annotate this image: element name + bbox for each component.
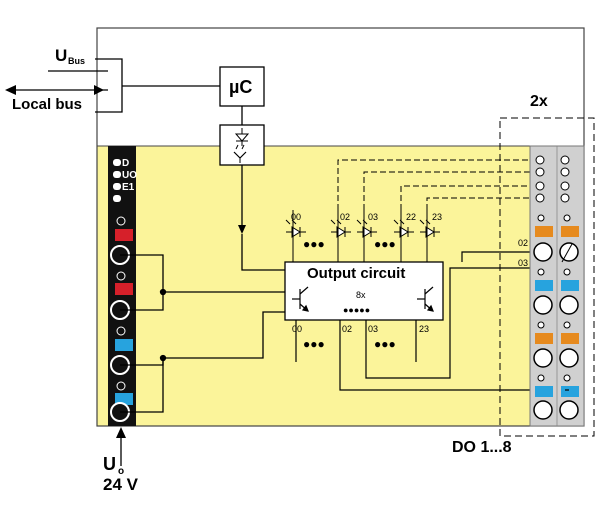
transistor-symbols — [292, 286, 434, 312]
out-num-00: 00 — [292, 324, 302, 334]
output-circuit-label: Output circuit — [307, 265, 405, 282]
terminal-num-03: 03 — [518, 258, 528, 268]
two-x-dashed-box — [499, 117, 595, 437]
output-count-label: 8x — [356, 290, 366, 300]
ubus-label: U — [55, 46, 67, 65]
supply-wiring — [120, 254, 285, 413]
led-signal-dashes — [337, 159, 545, 210]
optocoupler — [219, 124, 265, 166]
status-leds: D UO E1 — [113, 158, 137, 202]
led-label-uo: UO — [122, 170, 137, 181]
voltage-label: 24 V — [103, 475, 139, 494]
out-dots-2: ●●● — [374, 337, 396, 351]
led-num-02: 02 — [340, 212, 350, 222]
output-dots-small: ●●●●● — [343, 305, 370, 315]
terminal-num-02: 02 — [518, 238, 528, 248]
output-circuit-box — [284, 261, 444, 321]
out-num-23: 23 — [419, 324, 429, 334]
two-x-label: 2x — [530, 93, 548, 110]
led-num-00: 00 — [291, 212, 301, 222]
led-num-23: 23 — [432, 212, 442, 222]
led-label-e1: E1 — [122, 182, 135, 193]
uo-subscript: o — [118, 466, 124, 477]
ubus-subscript: Bus — [68, 56, 85, 66]
microcontroller-label: µC — [229, 77, 252, 97]
out-num-03: 03 — [368, 324, 378, 334]
terminal-wire — [561, 243, 573, 263]
local-bus-label: Local bus — [12, 96, 82, 113]
led-label-d: D — [122, 158, 129, 169]
led-num-03: 03 — [368, 212, 378, 222]
output-lines — [295, 251, 565, 391]
uo-arrow-icon — [116, 427, 126, 438]
uo-label: U — [103, 454, 116, 474]
led-dots: ●●● — [303, 237, 325, 251]
out-dots: ●●● — [303, 337, 325, 351]
led-dots-2: ●●● — [374, 237, 396, 251]
out-num-02: 02 — [342, 324, 352, 334]
output-leds — [285, 210, 440, 262]
local-bus-section: U Bus Local bus — [5, 46, 220, 113]
do-range-label: DO 1...8 — [452, 439, 512, 456]
microcontroller-box — [219, 66, 265, 107]
terminal-block — [529, 145, 585, 427]
led-num-22: 22 — [406, 212, 416, 222]
